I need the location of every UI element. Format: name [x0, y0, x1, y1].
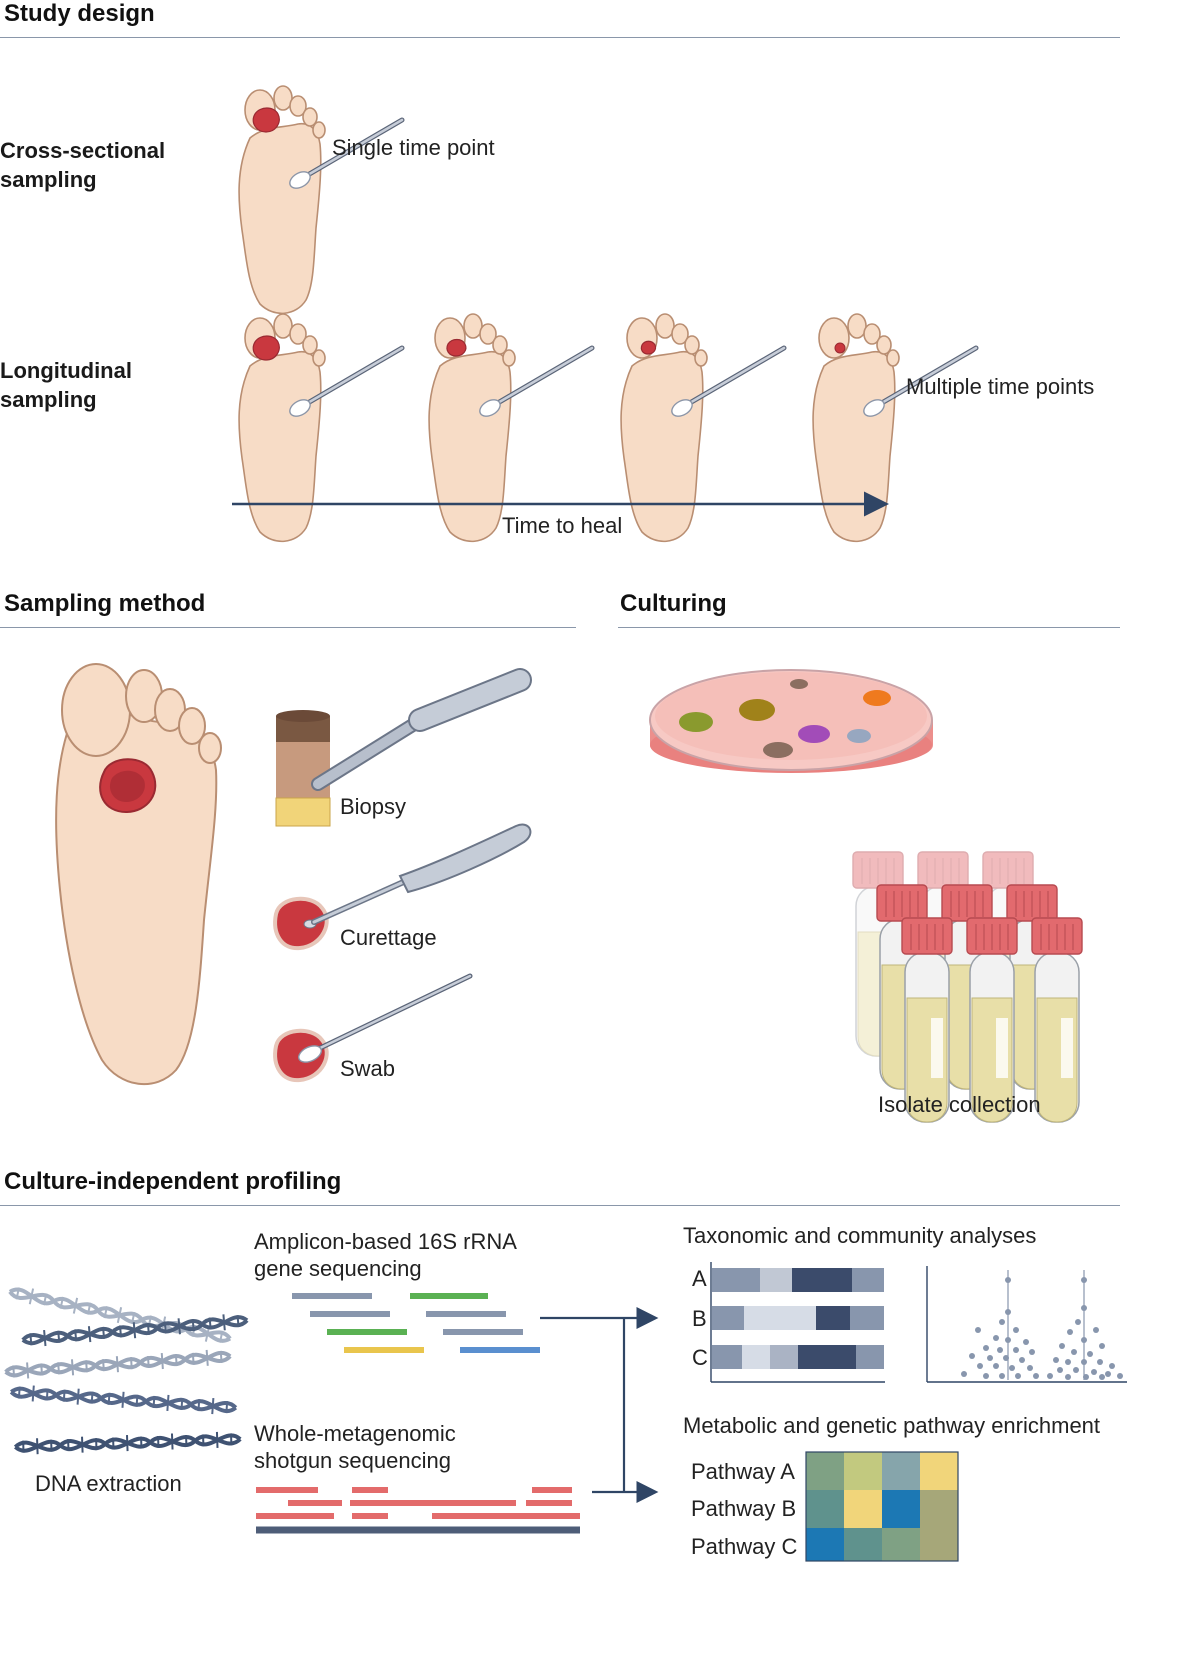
swab-label: Swab — [340, 1056, 396, 1081]
longitudinal-label: Longitudinal sampling — [0, 356, 132, 414]
culturing-title: Culturing — [620, 590, 727, 617]
profiling-title: Culture-independent profiling — [4, 1168, 342, 1195]
bar-row-b — [712, 1306, 884, 1330]
time-to-heal-label: Time to heal — [502, 513, 623, 538]
longitudinal-line2: sampling — [0, 387, 97, 412]
dna-strands — [3, 1281, 250, 1455]
single-time-point-caption: Single time point — [332, 135, 495, 160]
cross-sectional-label: Cross-sectional sampling — [0, 136, 165, 194]
longitudinal-foot-2 — [428, 313, 592, 543]
isolate-tubes — [852, 851, 1083, 1123]
pipeline-arrows — [540, 1307, 659, 1503]
swab-illustration — [273, 973, 473, 1083]
biopsy-illustration — [275, 668, 532, 827]
shotgun-reads — [256, 1487, 580, 1534]
pathway-label-c: Pathway C — [691, 1534, 798, 1559]
dna-extraction-label: DNA extraction — [35, 1471, 182, 1496]
large-foot — [55, 663, 222, 1086]
longitudinal-line1: Longitudinal — [0, 358, 132, 383]
study-design-rule — [0, 37, 1120, 38]
biopsy-label: Biopsy — [340, 794, 407, 819]
culturing-rule — [618, 627, 1120, 628]
isolate-collection-label: Isolate collection — [878, 1092, 1041, 1117]
pathway-label-a: Pathway A — [691, 1459, 795, 1484]
bar-row-c — [712, 1345, 884, 1369]
curettage-label: Curettage — [340, 925, 437, 950]
taxonomic-title: Taxonomic and community analyses — [683, 1223, 1037, 1248]
amplicon-line1: Amplicon-based 16S rRNA — [254, 1229, 517, 1254]
pathway-label-b: Pathway B — [691, 1496, 797, 1521]
shotgun-label: Whole-metagenomic shotgun sequencing — [254, 1420, 456, 1474]
study-design-title: Study design — [4, 0, 155, 27]
bar-row-a — [712, 1268, 884, 1292]
shotgun-line2: shotgun sequencing — [254, 1448, 451, 1473]
amplicon-line2: gene sequencing — [254, 1256, 422, 1281]
petri-dish — [649, 669, 933, 773]
longitudinal-foot-3 — [620, 313, 784, 543]
cross-sectional-foot — [238, 85, 402, 315]
bar-label-b: B — [692, 1306, 707, 1331]
sampling-method-title: Sampling method — [4, 590, 206, 617]
multiple-time-points-caption: Multiple time points — [906, 374, 1095, 399]
profiling-rule — [0, 1205, 1120, 1206]
shotgun-line1: Whole-metagenomic — [254, 1421, 456, 1446]
bar-label-c: C — [692, 1345, 708, 1370]
bar-label-a: A — [692, 1266, 707, 1291]
cross-sectional-line1: Cross-sectional — [0, 138, 166, 163]
amplicon-label: Amplicon-based 16S rRNA gene sequencing — [254, 1228, 517, 1282]
diversity-scatter — [926, 1266, 1127, 1383]
pathway-title: Metabolic and genetic pathway enrichment — [683, 1413, 1101, 1438]
longitudinal-foot-1 — [238, 313, 402, 543]
sampling-method-rule — [0, 627, 576, 628]
pathway-heatmap — [805, 1451, 959, 1562]
cross-sectional-line2: sampling — [0, 167, 97, 192]
taxonomic-bar-chart — [710, 1262, 885, 1383]
amplicon-reads — [292, 1293, 540, 1353]
curettage-illustration — [273, 823, 532, 951]
longitudinal-foot-4 — [812, 313, 976, 543]
